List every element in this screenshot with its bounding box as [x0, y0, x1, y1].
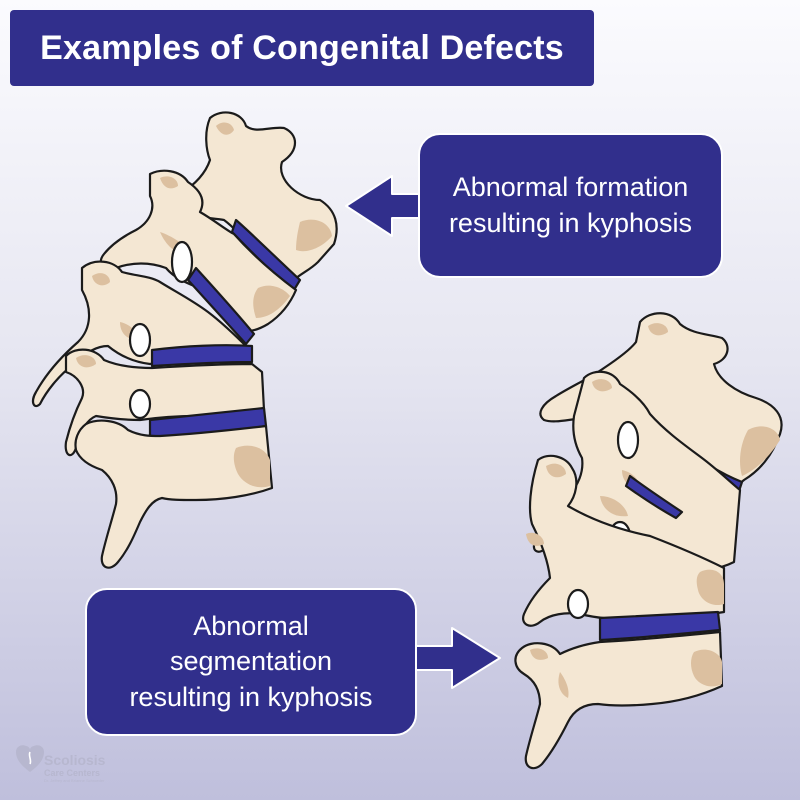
intervertebral-disc: [186, 266, 256, 346]
vertebra: [522, 454, 726, 627]
logo-name: Scoliosis: [44, 752, 106, 768]
intervertebral-disc: [150, 344, 254, 368]
vertebra: [64, 348, 266, 457]
callout-abnormal-formation: Abnormal formation resulting in kyphosis: [418, 133, 723, 278]
intervertebral-disc: [624, 474, 684, 520]
spine-abnormal-segmentation: [514, 312, 783, 770]
callout-segmentation-line-3: resulting in kyphosis: [129, 681, 373, 712]
arrow-to-formation: [345, 175, 421, 237]
heart-spine-icon: [16, 745, 44, 772]
intervertebral-disc: [598, 610, 722, 642]
callout-formation-line-2: resulting in kyphosis: [448, 207, 693, 238]
vertebra: [514, 630, 724, 770]
arrow-to-segmentation: [415, 627, 501, 689]
title-banner: Examples of Congenital Defects: [10, 10, 594, 86]
logo-subname: Care Centers: [44, 768, 100, 778]
page-title: Examples of Congenital Defects: [40, 28, 564, 67]
logo-tagline: Dr. Jeffrey and Brianne Schroeder: [44, 778, 105, 783]
vertebra: [31, 260, 252, 408]
spine-abnormal-formation: [31, 111, 338, 569]
scoliosis-care-centers-logo: Scoliosis Care Centers Dr. Jeffrey and B…: [16, 745, 106, 783]
callout-abnormal-segmentation: Abnormal segmentation resulting in kypho…: [85, 588, 417, 736]
callout-formation-line-1: Abnormal formation: [452, 172, 689, 203]
vertebra: [74, 419, 274, 569]
callout-segmentation-line-1: Abnormal: [193, 611, 309, 642]
callout-segmentation-line-2: segmentation: [169, 646, 333, 677]
